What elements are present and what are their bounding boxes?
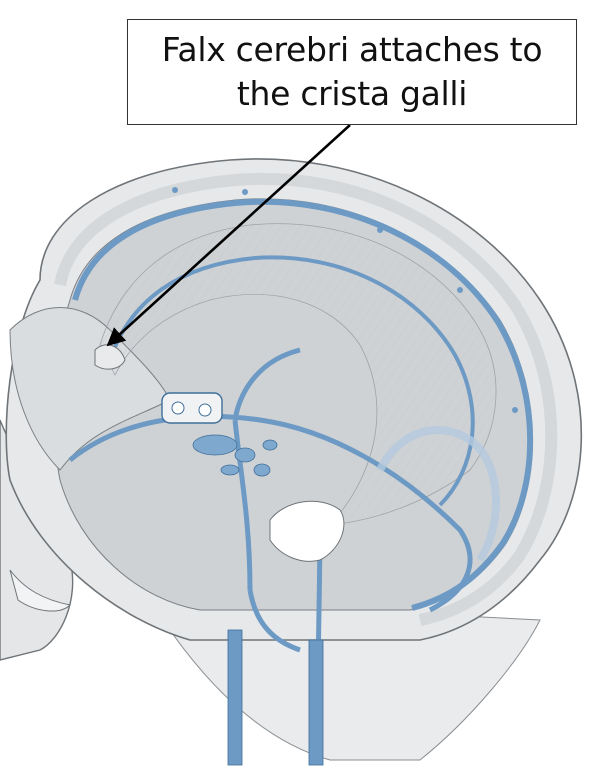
- cavernous-sinus-plexus: [192, 434, 278, 477]
- foramen-magnum: [269, 500, 345, 562]
- sella-turcica: [161, 392, 223, 424]
- jaw-teeth: [9, 569, 72, 612]
- crista-galli: [94, 344, 126, 370]
- inferior-sagittal-sinus: [108, 255, 475, 507]
- annotation-line-2: the crista galli: [236, 74, 468, 113]
- annotation-label: Falx cerebri attaches to the crista gall…: [127, 19, 577, 125]
- superior-sagittal-sinus: [72, 198, 534, 611]
- arrow-pointer-icon: [106, 124, 351, 347]
- internal-jugular-left: [227, 629, 243, 766]
- annotation-line-1: Falx cerebri attaches to: [161, 30, 543, 69]
- arachnoid-granulations: [172, 187, 518, 413]
- tentorium: [68, 413, 473, 613]
- transverse-sinus-arc: [376, 426, 500, 563]
- skull-diploe: [54, 172, 558, 626]
- straight-sinus: [232, 347, 301, 591]
- internal-jugular-right: [308, 639, 324, 766]
